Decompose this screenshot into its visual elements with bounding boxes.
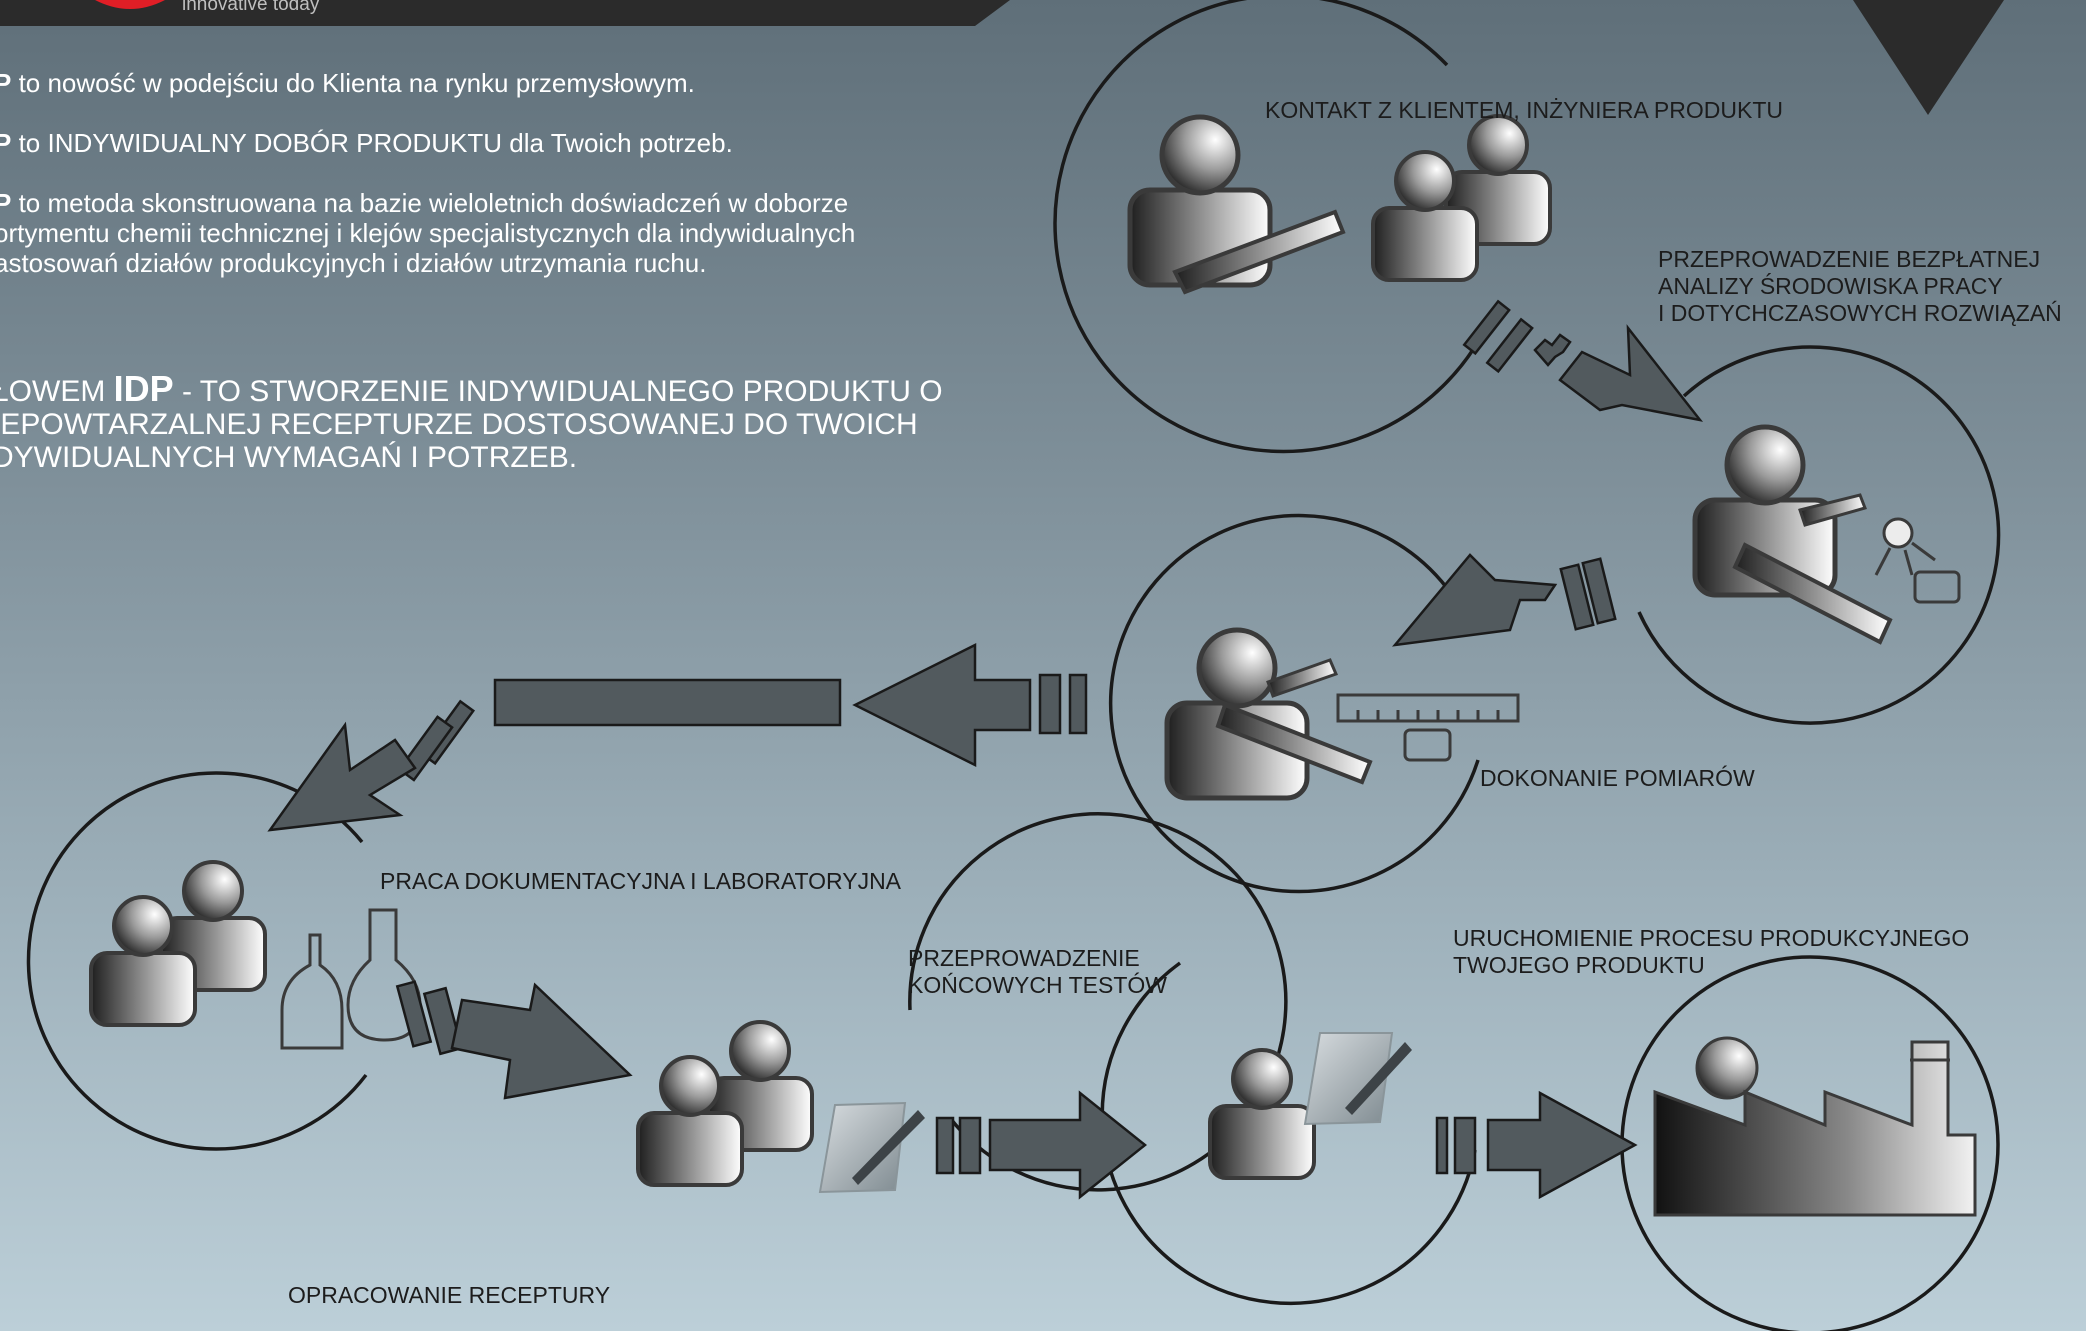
step-circle-analysis [1637, 345, 2001, 725]
document-icon [818, 1101, 907, 1194]
lamp-icon [1874, 517, 1961, 604]
arrow-icon-4 [267, 699, 476, 832]
intro-line-2: P to INDYWIDUALNY DOBÓR PRODUKTU dla Two… [0, 128, 733, 158]
header-tagline: innovative today [182, 0, 320, 15]
factory-icon [1653, 1036, 1977, 1217]
down-triangle-icon [1853, 0, 2004, 115]
intro-line-3: P to metoda skonstruowana na bazie wielo… [0, 188, 856, 278]
step-circle-measure [1108, 513, 1480, 894]
step-label-analysis: PRZEPROWADZENIE BEZPŁATNEJ ANALIZY ŚRODO… [1658, 246, 2062, 326]
step-label-lab: PRACA DOKUMENTACYJNA I LABORATORYJNA [380, 868, 902, 894]
step-circle-lab [26, 771, 368, 1151]
group-icon [636, 1020, 925, 1194]
step-circle-recipe [908, 812, 1288, 1192]
arrow-icon-2 [1391, 553, 1617, 647]
step-label-tests: PRZEPROWADZENIE KOŃCOWYCH TESTÓW [908, 945, 1167, 998]
person-icon [1208, 1032, 1412, 1180]
goal-statement: ŁOWEM IDP - TO STWORZENIE INDYWIDUALNEGO… [0, 368, 943, 475]
pointer-icon [1215, 702, 1373, 785]
pointer-icon [1172, 209, 1346, 295]
arrow-icon-5 [395, 980, 633, 1100]
step-label-measure: DOKONANIE POMIARÓW [1480, 765, 1755, 791]
group-icon [89, 860, 422, 1050]
pen-icon [852, 1110, 925, 1185]
arrow-icon-7 [1435, 1090, 1638, 1200]
header-bar [0, 0, 1050, 26]
person-icon [1695, 427, 1961, 645]
logo-icon [95, 0, 165, 9]
ruler-icon [1336, 693, 1520, 762]
step-circle-tests [1100, 961, 1477, 1306]
intro-line-1: P to nowość w podejściu do Klienta na ry… [0, 68, 695, 98]
pen-icon [1345, 1042, 1412, 1115]
person-icon [1167, 630, 1520, 798]
pointer-icon [1732, 542, 1893, 645]
arrow-icon-6 [935, 1090, 1148, 1200]
step-circle-contact [1053, 0, 1496, 454]
group-icon [1130, 114, 1552, 295]
step-label-contact: KONTAKT Z KLIENTEM, INŻYNIERA PRODUKTU [1265, 97, 1783, 123]
flask-icon [280, 908, 422, 1050]
step-label-recipe: OPRACOWANIE RECEPTURY [288, 1282, 611, 1308]
step-label-production: URUCHOMIENIE PROCESU PRODUKCYJNEGO TWOJE… [1453, 925, 1970, 978]
arrow-icon-3 [493, 642, 1088, 768]
document-icon [1303, 1032, 1394, 1126]
arrow-icon-1 [1462, 299, 1704, 422]
